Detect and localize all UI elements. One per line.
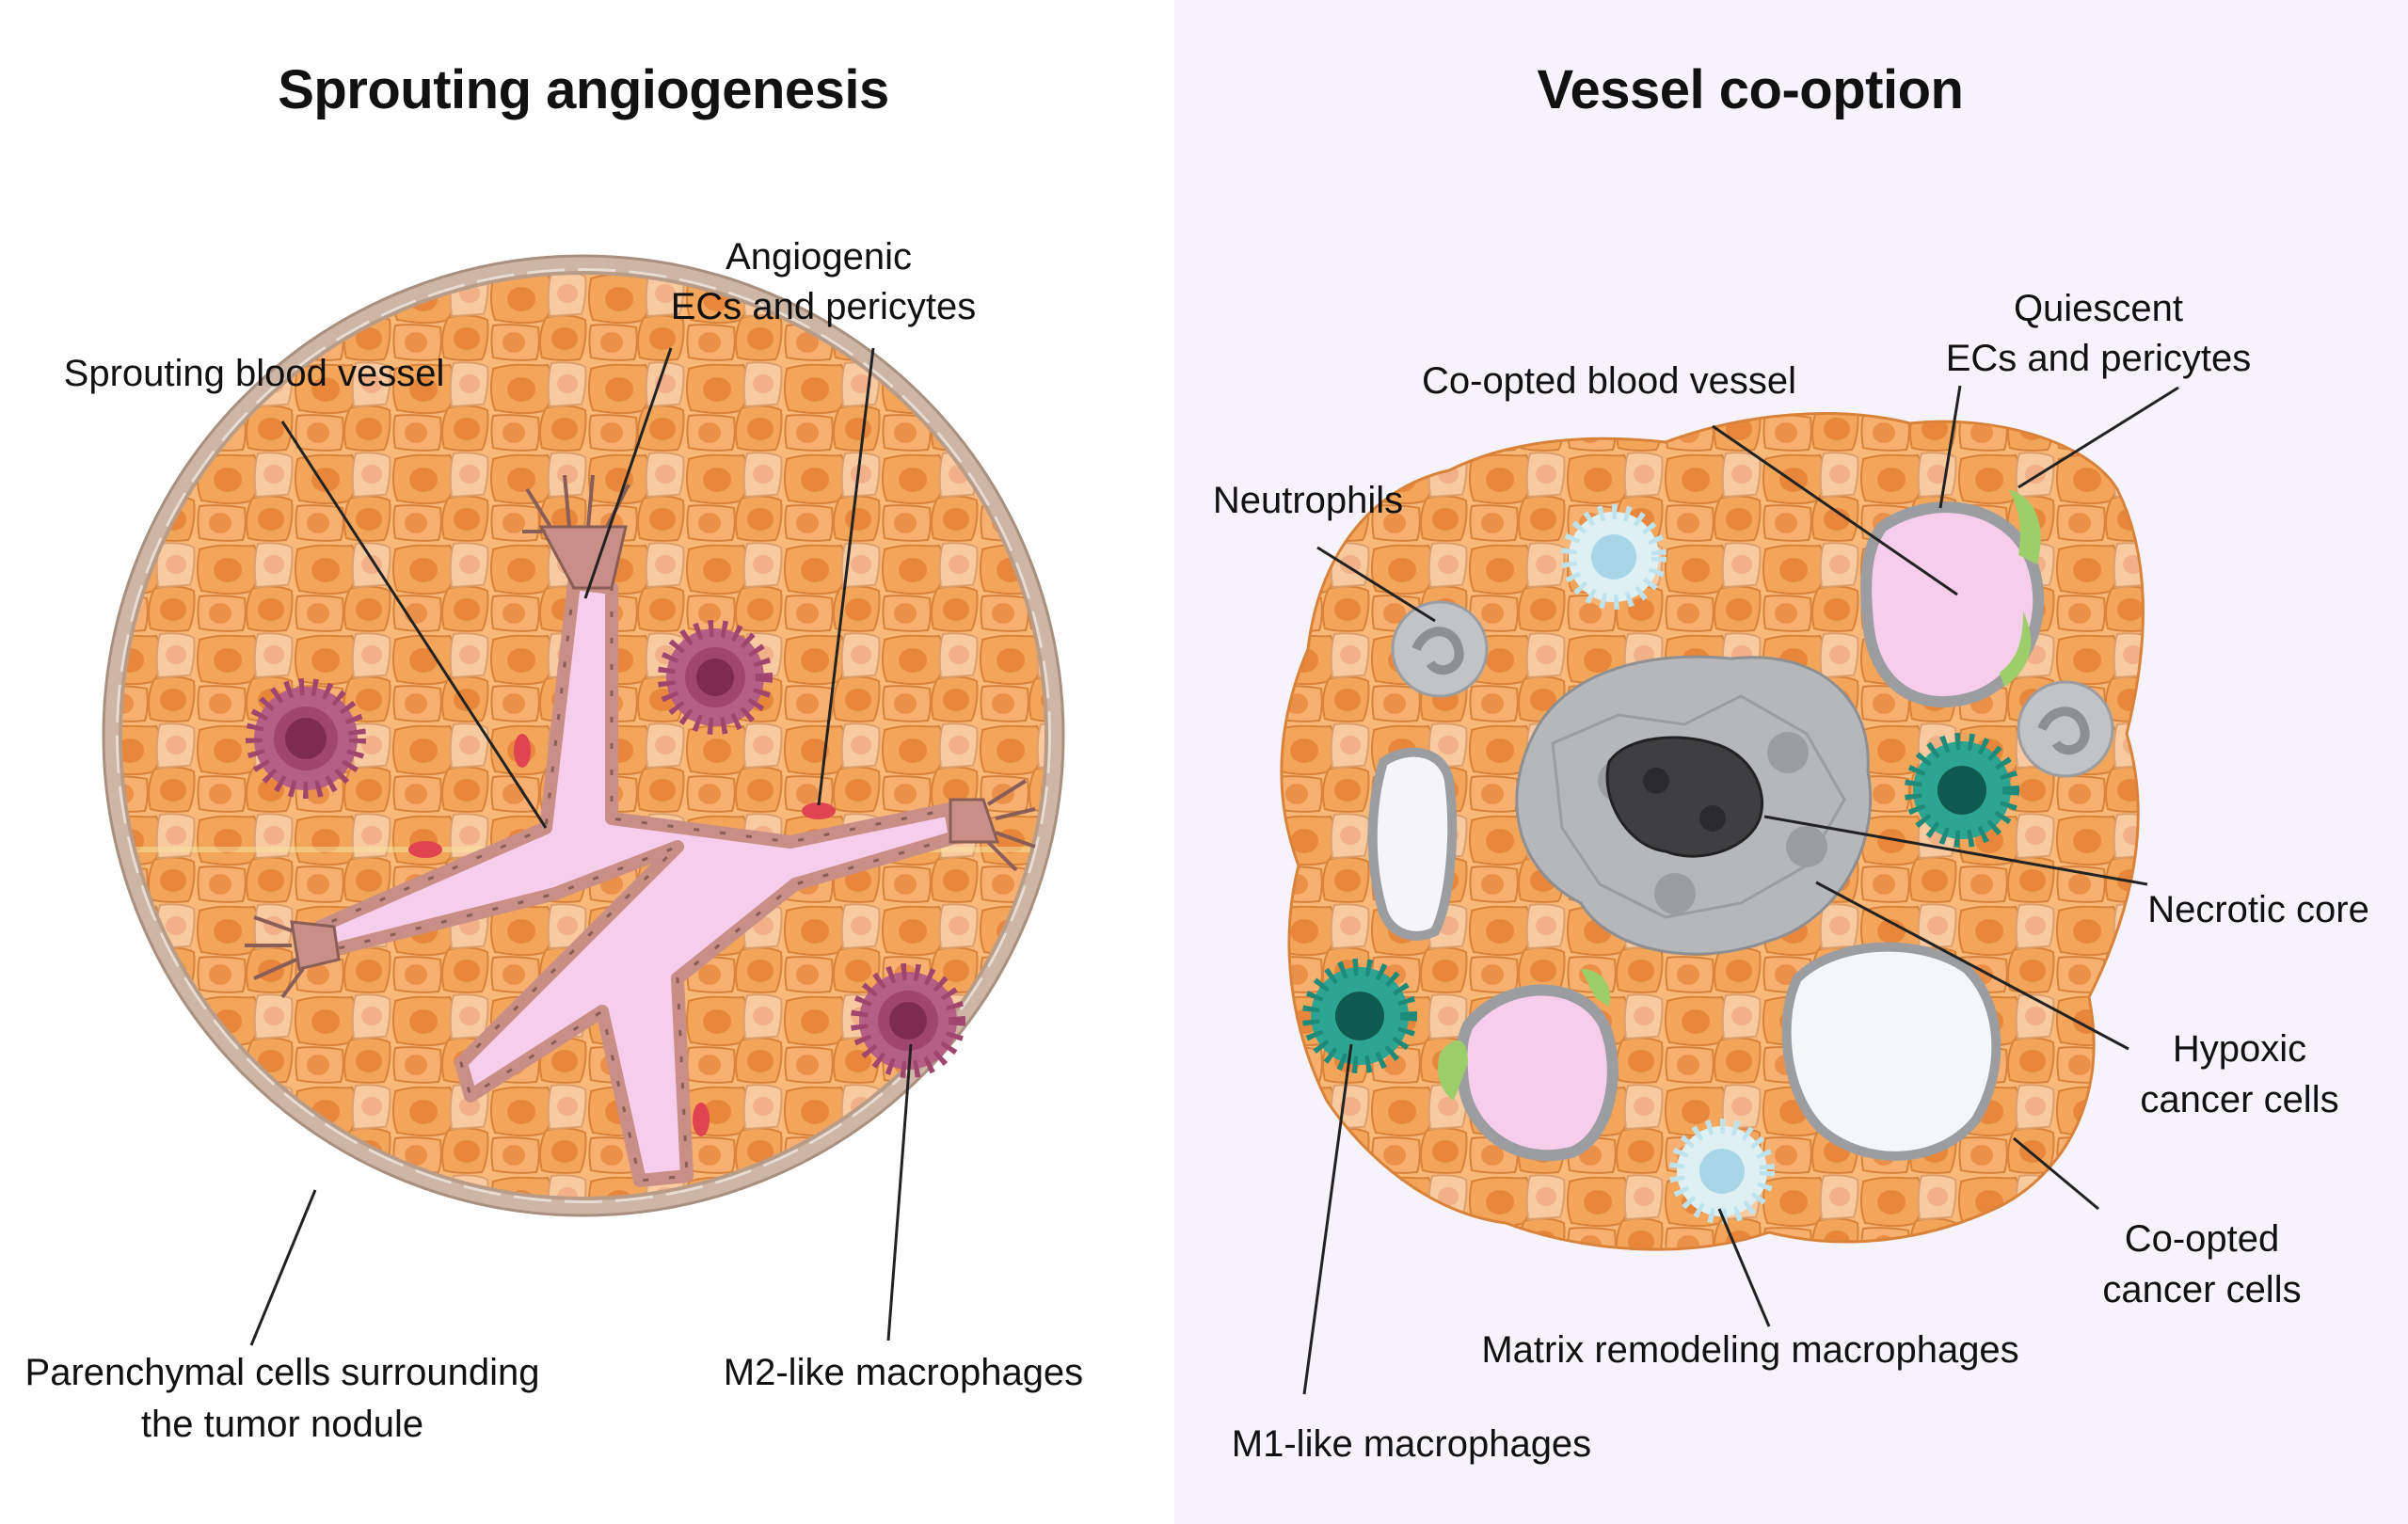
tip-cell	[949, 779, 1036, 872]
m2-macrophage	[851, 963, 965, 1078]
label-m2: M2-like macrophages	[723, 1352, 1084, 1393]
label-angiogenic-line2: ECs and pericytes	[670, 286, 977, 327]
label-matrix: Matrix remodeling macrophages	[1481, 1329, 2019, 1371]
label-quiescent-line1: Quiescent	[2013, 288, 2184, 329]
label-m1: M1-like macrophages	[1231, 1423, 1592, 1465]
left-title: Sprouting angiogenesis	[278, 59, 889, 120]
label-angiogenic-line1: Angiogenic	[726, 236, 912, 278]
coopted-vessel	[1438, 969, 1619, 1162]
pericyte	[802, 802, 836, 819]
pericyte	[408, 841, 442, 858]
neutrophil	[1391, 600, 1489, 698]
pericyte	[514, 734, 531, 768]
label-neutrophils: Neutrophils	[1212, 480, 1404, 521]
necrotic-core	[1605, 736, 1764, 858]
sprouting-vessel	[245, 474, 1036, 1187]
label-parenchymal-line2: the tumor nodule	[140, 1404, 424, 1445]
label-coopted-cells-line1: Co-opted	[2124, 1218, 2280, 1260]
label-sprouting-vessel: Sprouting blood vessel	[63, 353, 445, 394]
empty-vessel	[1367, 747, 1458, 941]
m1-macrophage	[1905, 733, 2019, 848]
empty-vessel	[1781, 942, 2001, 1161]
matrix-macrophage	[1561, 504, 1666, 610]
label-quiescent-line2: ECs and pericytes	[1945, 338, 2252, 379]
coopted-vessel	[1860, 489, 2045, 708]
label-coopted-vessel: Co-opted blood vessel	[1421, 360, 1797, 402]
label-hypoxic-line1: Hypoxic	[2172, 1028, 2307, 1070]
right-title: Vessel co-option	[1537, 59, 1964, 120]
label-parenchymal-line1: Parenchymal cells surrounding	[24, 1352, 540, 1393]
tip-cell	[245, 915, 341, 999]
m1-macrophage	[1302, 959, 1417, 1073]
label-necrotic-core: Necrotic core	[2147, 889, 2369, 930]
label-hypoxic-line2: cancer cells	[2140, 1079, 2339, 1120]
m2-macrophage	[246, 678, 366, 799]
matrix-macrophage	[1669, 1119, 1775, 1224]
label-coopted-cells-line2: cancer cells	[2102, 1269, 2302, 1310]
leader-lines	[249, 347, 2179, 1395]
neutrophil	[2017, 680, 2114, 778]
pericyte	[693, 1103, 710, 1136]
m2-macrophage	[658, 620, 773, 735]
